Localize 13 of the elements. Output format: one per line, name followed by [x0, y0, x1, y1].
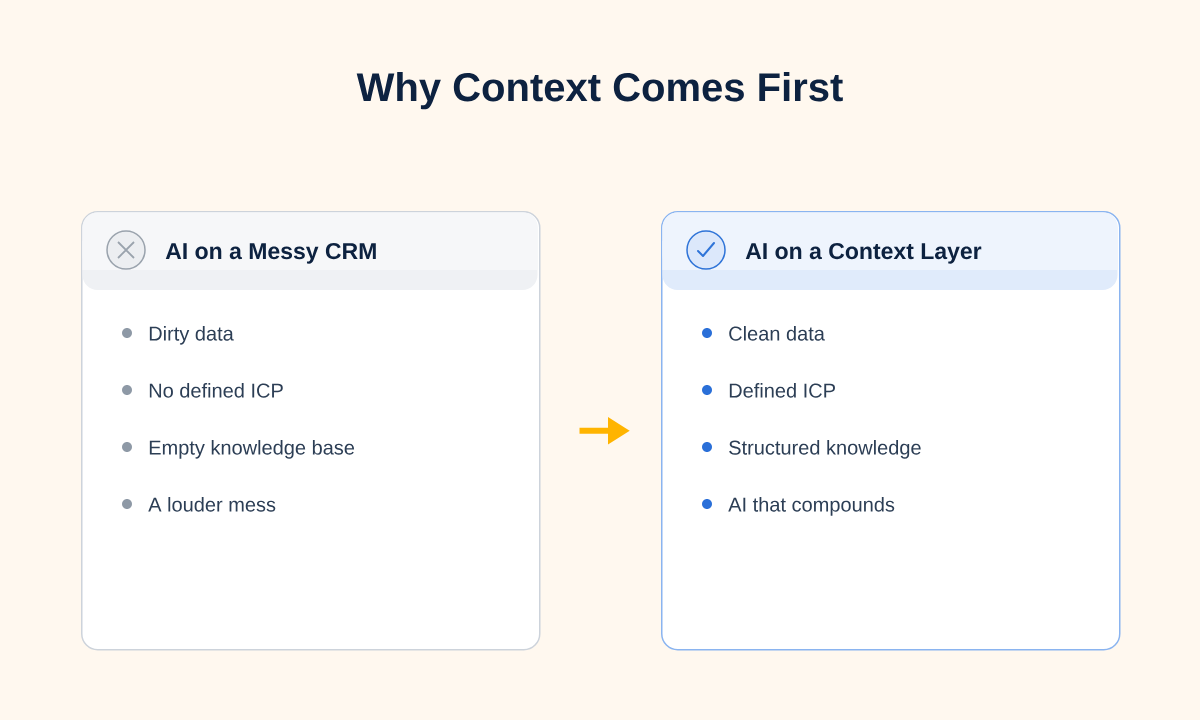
card	[661, 211, 1121, 651]
list-item: Dirty data	[149, 326, 234, 345]
list-item: AI that compounds	[728, 497, 895, 516]
list-item: A louder mess	[148, 497, 276, 512]
list-item: Defined ICP	[729, 383, 835, 398]
list-item: Clean data	[729, 326, 825, 341]
list-item: Structured knowledge	[729, 440, 921, 459]
list-item: No defined ICP	[149, 383, 283, 398]
card-title: AI on a Messy CRM	[165, 242, 376, 264]
card	[81, 211, 541, 651]
list-item: Empty knowledge base	[149, 440, 355, 459]
card-title: AI on a Context Layer	[745, 242, 982, 264]
title: Why Context Comes First	[356, 72, 843, 110]
